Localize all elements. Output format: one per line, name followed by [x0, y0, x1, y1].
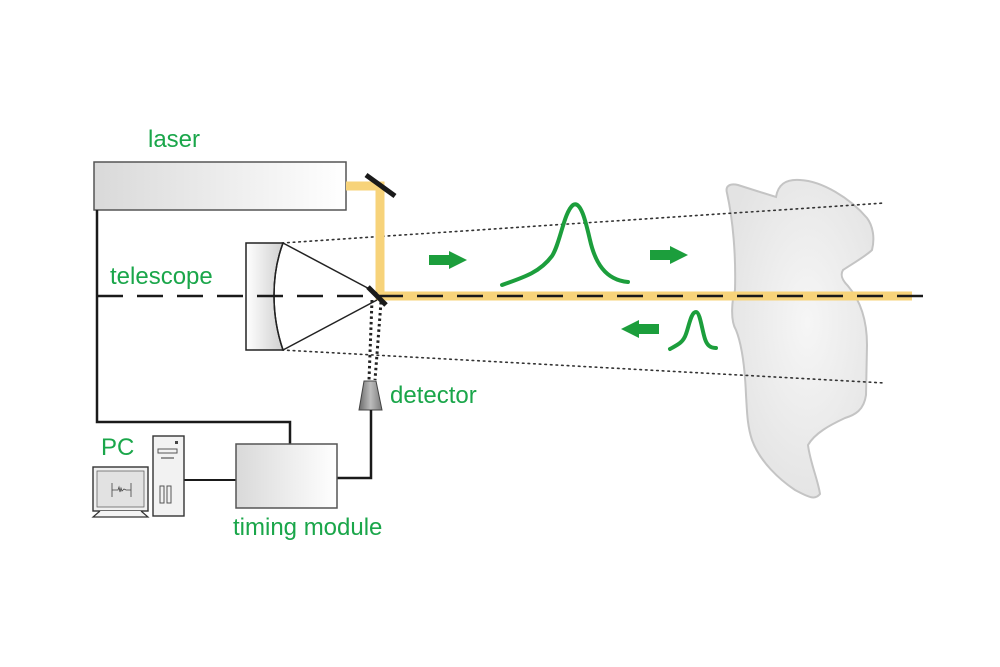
laser-box	[93, 161, 347, 211]
telescope-cone-lower	[282, 299, 378, 351]
telescope-label: telescope	[110, 263, 213, 290]
laser-beam	[346, 181, 912, 301]
timing-module-box	[235, 443, 338, 509]
telescope-cone-upper	[282, 242, 378, 294]
return-arrow	[621, 320, 659, 338]
pc-monitor	[91, 466, 150, 518]
outgoing-arrow-1	[429, 251, 467, 269]
timing-module-label: timing module	[233, 514, 383, 541]
fov-lower-line	[281, 349, 886, 384]
target-cloud	[725, 178, 875, 499]
cable-laser-timing	[95, 210, 292, 444]
pc-label: PC	[101, 434, 135, 461]
cable-detector-timing	[337, 410, 373, 480]
outgoing-arrow-2	[650, 246, 688, 264]
return-pulse	[668, 309, 718, 351]
telescope-secondary-mirror	[366, 285, 388, 307]
laser-label: laser	[148, 126, 201, 153]
emitted-pulse	[500, 202, 630, 287]
return-signal-path-2	[373, 301, 383, 381]
steering-mirror	[364, 172, 397, 199]
detector-body	[358, 380, 383, 411]
return-signal-path	[367, 299, 374, 381]
pc-tower	[152, 435, 185, 517]
detector-label: detector	[390, 382, 477, 409]
